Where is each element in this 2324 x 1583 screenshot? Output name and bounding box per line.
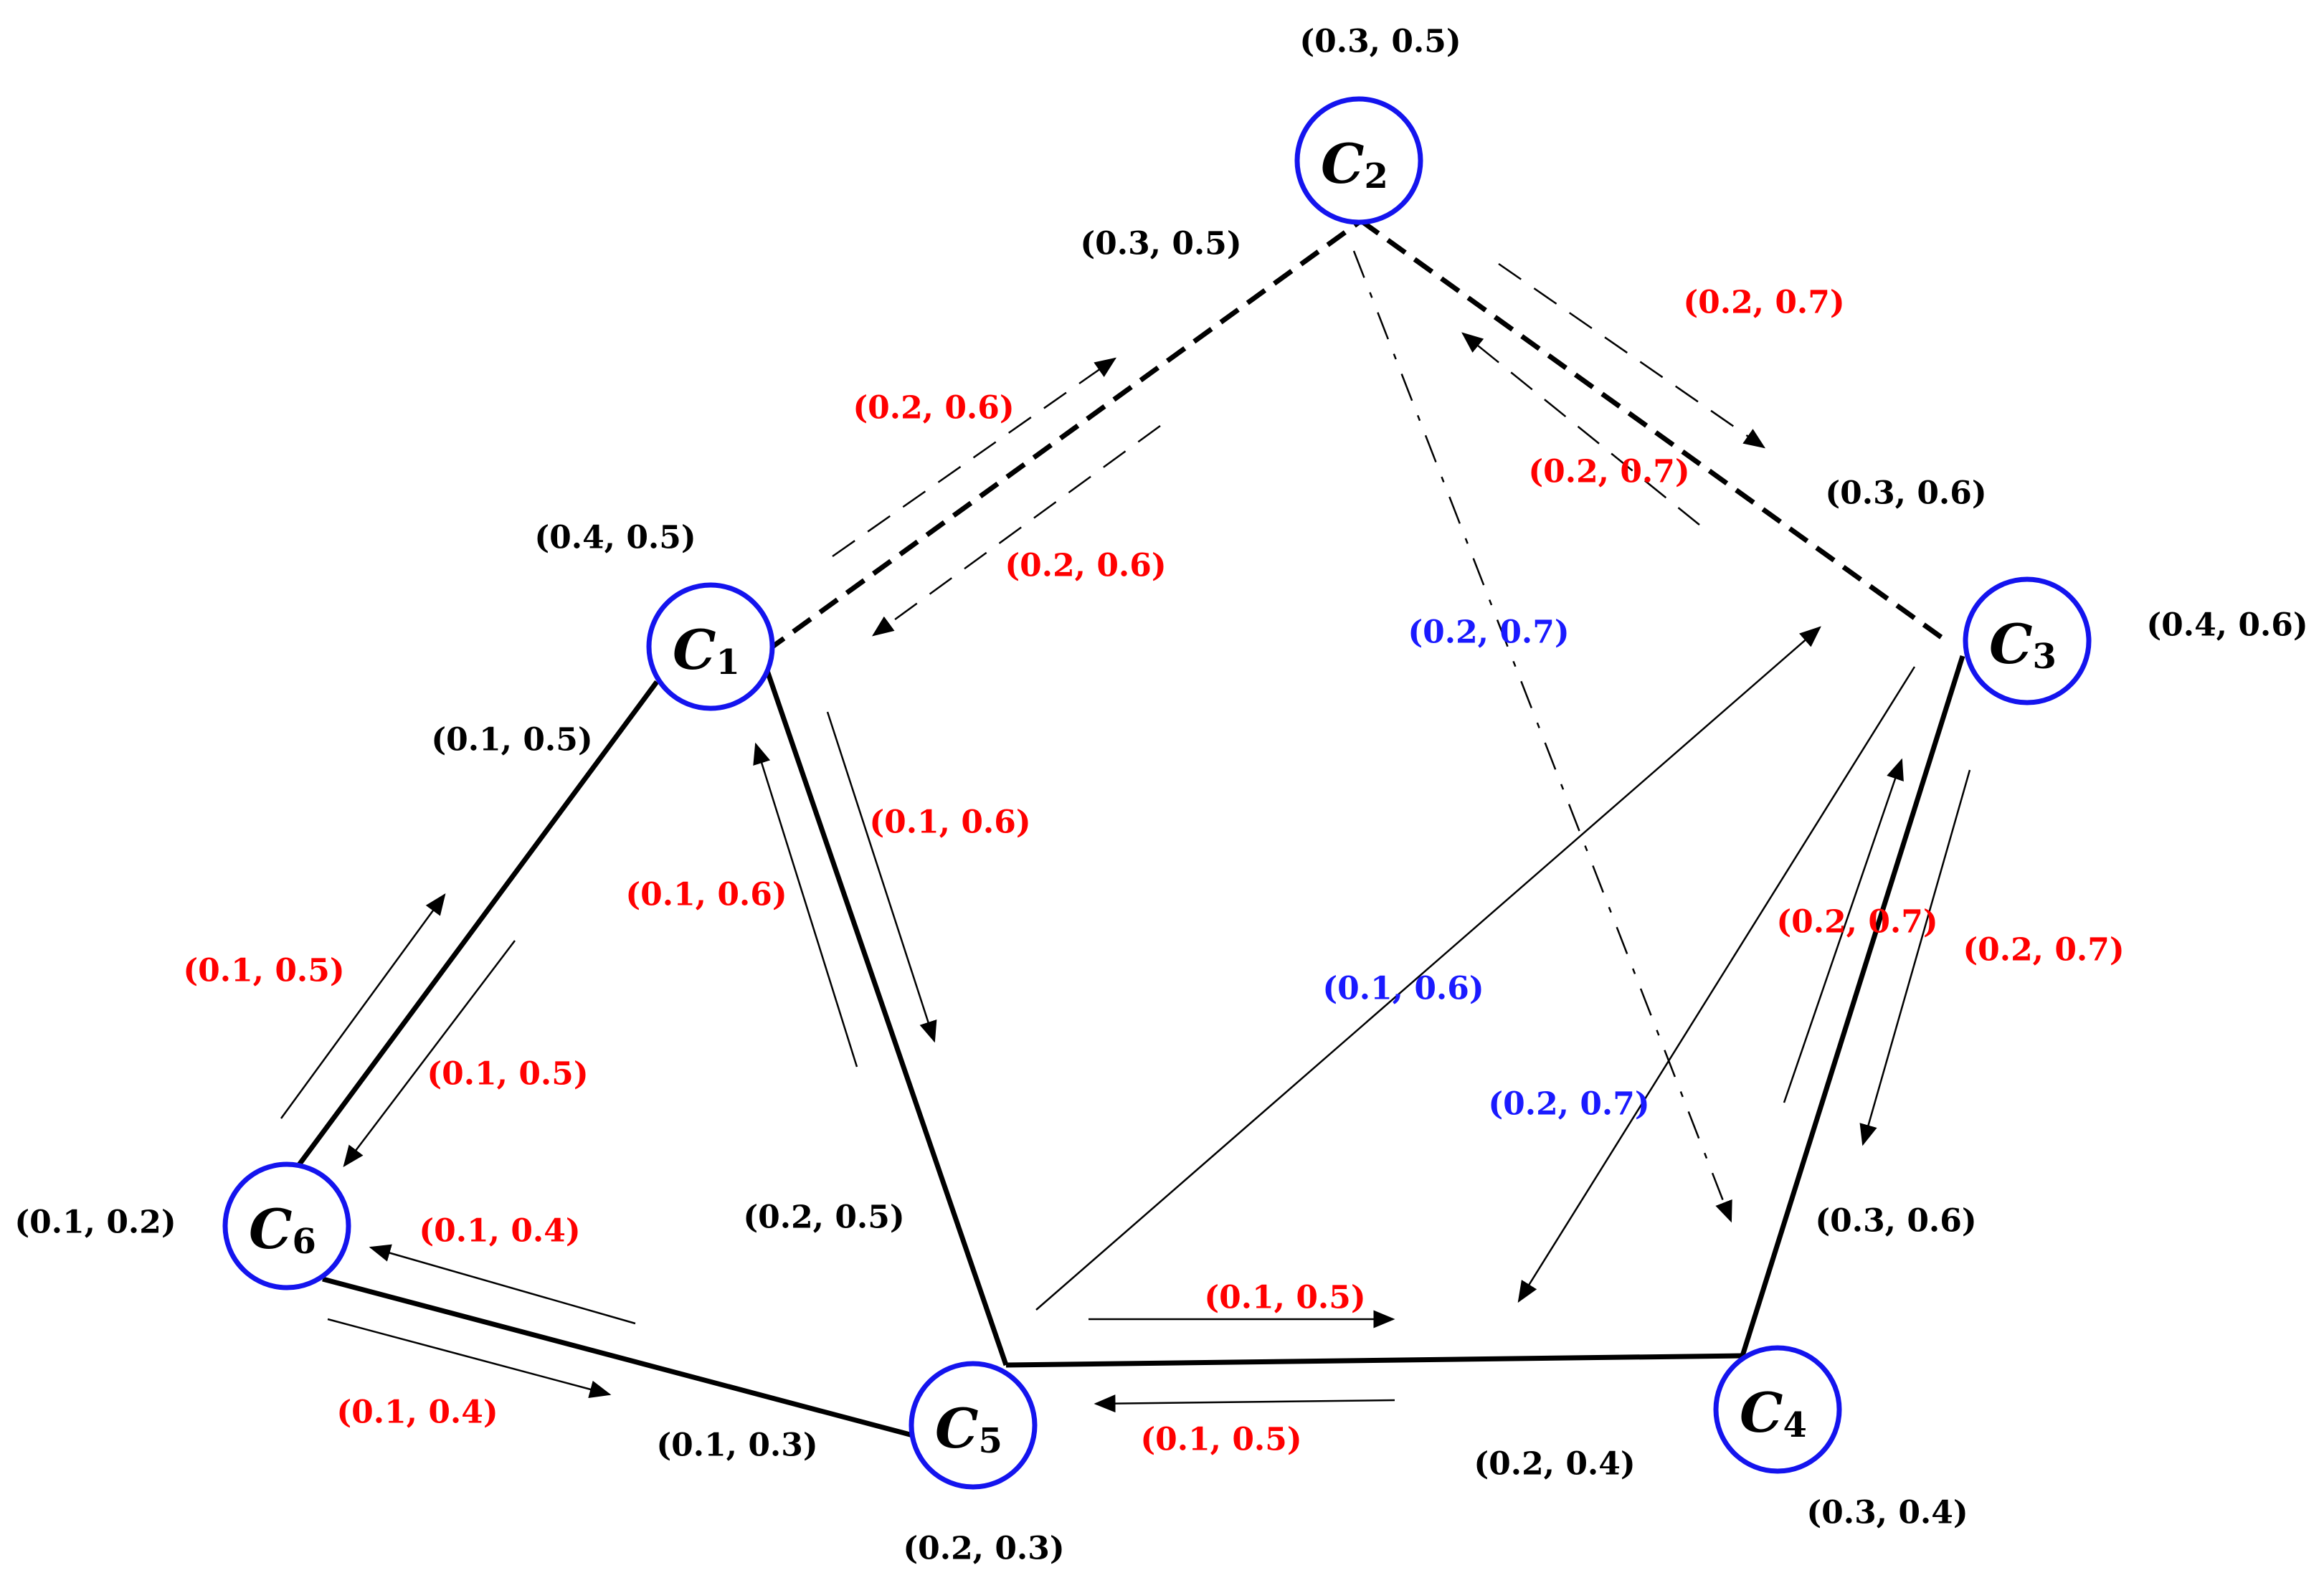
- flow-arrow-c1-c6: [343, 940, 516, 1167]
- flow-arrow-c3-c4: [1783, 758, 1904, 1103]
- flow-label-c5-c4: (0.1, 0.5): [1204, 1280, 1365, 1316]
- flow-arrow-c2-c4: [1352, 250, 1732, 1223]
- flow-arrow-c1-c2: [832, 357, 1117, 558]
- flow-label-c4-c5: (0.1, 0.5): [1140, 1422, 1301, 1458]
- edge-label-c3-c4: (0.3, 0.6): [1815, 1203, 1976, 1240]
- flow-arrow-c2-c3: [1498, 262, 1766, 449]
- node-c5: C5: [909, 1361, 1038, 1490]
- flow-arrow-c2-c1: [871, 424, 1161, 637]
- edge-label-c6-c1: (0.1, 0.5): [431, 722, 592, 759]
- edge-c2-c3: [1359, 219, 1953, 646]
- node-name-c3: C3: [1989, 612, 2057, 678]
- node-name-c1: C1: [673, 618, 740, 683]
- node-c1: C1: [646, 582, 775, 711]
- flow-arrow-c1-c5: [826, 711, 937, 1043]
- flow-arrow-c3-c5: [1517, 666, 1916, 1303]
- flow-arrow-c5-c6: [327, 1318, 612, 1398]
- node-circle-c3: [1963, 576, 2092, 705]
- node-name-c2: C2: [1321, 132, 1388, 197]
- node-circle-c2: [1294, 96, 1423, 225]
- flow-label-c1-c2: (0.2, 0.6): [853, 390, 1014, 427]
- flow-label-c3-c2: (0.2, 0.7): [1528, 454, 1689, 490]
- flow-arrows-layer: [280, 250, 1971, 1413]
- node-c6: C6: [222, 1161, 351, 1290]
- node-name-c6: C6: [249, 1197, 316, 1263]
- node-value-c6: (0.1, 0.2): [14, 1204, 176, 1241]
- flow-label-c2-c1: (0.2, 0.6): [1005, 548, 1166, 584]
- flow-label-c5-c6: (0.1, 0.4): [336, 1394, 498, 1431]
- edge-label-c1-c5: (0.2, 0.5): [743, 1199, 904, 1236]
- node-value-c2: (0.3, 0.5): [1299, 24, 1461, 60]
- edge-c6-c1: [294, 680, 659, 1171]
- node-c2: C2: [1294, 96, 1423, 225]
- node-name-c5: C5: [935, 1397, 1002, 1462]
- flow-label-c4-c3: (0.2, 0.7): [1963, 932, 2124, 969]
- edge-c1-c2: [764, 219, 1363, 653]
- node-c3: C3: [1963, 576, 2092, 705]
- node-name-c4: C4: [1740, 1381, 1807, 1446]
- node-value-c1: (0.4, 0.5): [534, 520, 696, 556]
- flow-label-c1-c5: (0.1, 0.6): [869, 804, 1030, 841]
- flow-label-c6-c1: (0.1, 0.5): [183, 953, 344, 989]
- flow-arrow-c5-c1: [753, 742, 858, 1068]
- flow-arrow-c4-c3: [1859, 769, 1971, 1146]
- edge-c3-c4: [1740, 655, 1965, 1357]
- flow-label-c2-c3: (0.2, 0.7): [1683, 285, 1844, 321]
- node-circle-c6: [222, 1161, 351, 1290]
- flow-label-c2-c4: (0.2, 0.7): [1408, 614, 1569, 651]
- edge-c4-c5: [1005, 1353, 1743, 1368]
- flow-label-c3-c5: (0.2, 0.7): [1488, 1086, 1649, 1123]
- node-value-c5: (0.2, 0.3): [903, 1531, 1064, 1567]
- flow-arrow-c3-c2: [1461, 332, 1700, 526]
- node-circle-c4: [1713, 1345, 1842, 1474]
- node-value-c4: (0.3, 0.4): [1806, 1495, 1968, 1531]
- edge-label-c5-c6: (0.1, 0.3): [656, 1427, 817, 1464]
- edge-c5-c6: [322, 1276, 914, 1438]
- node-circle-c1: [646, 582, 775, 711]
- flow-label-c5-c1: (0.1, 0.6): [625, 877, 787, 913]
- flow-arrow-c5-c3: [1035, 626, 1821, 1311]
- flow-arrow-c6-c1: [280, 893, 446, 1119]
- labels-layer: (0.3, 0.5) (0.3, 0.6) (0.3, 0.6) (0.2, 0.4)…: [14, 24, 2308, 1567]
- node-circle-c5: [909, 1361, 1038, 1490]
- flow-arrow-c6-c5: [369, 1244, 636, 1325]
- flow-label-c3-c4: (0.2, 0.7): [1776, 904, 1938, 941]
- flow-label-c6-c5: (0.1, 0.4): [419, 1213, 580, 1250]
- edge-label-c1-c2: (0.3, 0.5): [1080, 226, 1241, 262]
- edge-label-c2-c3: (0.3, 0.6): [1825, 475, 1986, 512]
- node-c4: C4: [1713, 1345, 1842, 1474]
- flow-label-c1-c6: (0.1, 0.5): [427, 1056, 588, 1093]
- flow-arrow-c4-c5: [1094, 1394, 1395, 1413]
- node-value-c3: (0.4, 0.6): [2146, 607, 2308, 644]
- flow-label-c5-c3: (0.1, 0.6): [1322, 971, 1484, 1007]
- edge-c1-c5: [761, 659, 1009, 1366]
- edges-layer: [294, 219, 1965, 1438]
- edge-label-c4-c5: (0.2, 0.4): [1474, 1446, 1635, 1483]
